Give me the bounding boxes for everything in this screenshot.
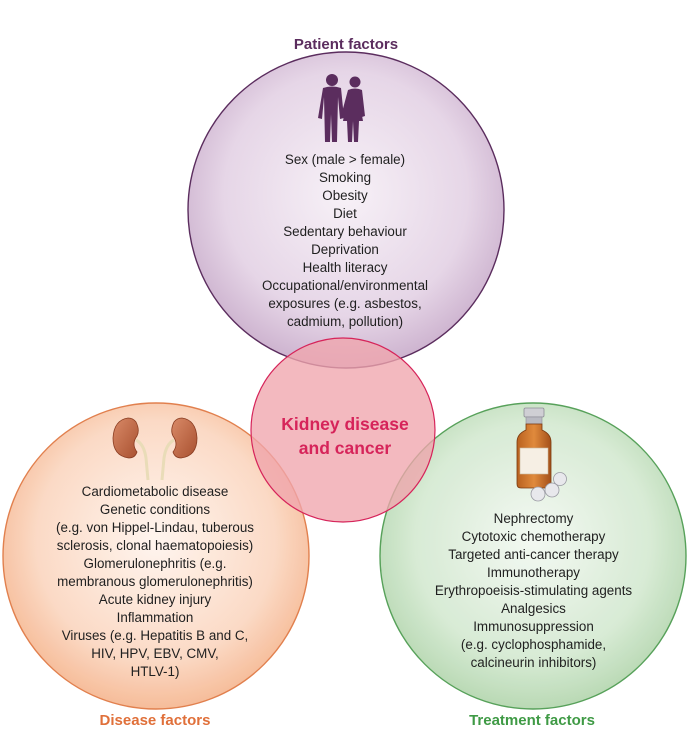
center-title-line1: Kidney disease [281,414,409,434]
treatment-factors-list: Nephrectomy Cytotoxic chemotherapy Targe… [396,510,671,672]
disease-factors-heading: Disease factors [99,712,211,729]
list-item: Sedentary behaviour [283,224,407,239]
list-item: calcineurin inhibitors) [470,655,597,670]
list-item: Smoking [318,170,372,185]
list-item: Health literacy [302,260,388,275]
kidneys-icon [112,417,198,481]
list-item: HIV, HPV, EBV, CMV, [91,646,219,661]
list-item: cadmium, pollution) [286,314,404,329]
treatment-circle [379,402,687,710]
list-item: sclerosis, clonal haematopoiesis) [56,538,254,553]
list-item: Immunosuppression [473,619,594,634]
list-item: Genetic conditions [99,502,211,517]
list-item: Obesity [322,188,368,203]
list-item: Cardiometabolic disease [81,484,229,499]
list-item: HTLV-1) [130,664,180,679]
center-title: Kidney disease and cancer [250,412,440,460]
list-item: Immunotherapy [486,565,581,580]
list-item: Occupational/environmental [262,278,428,293]
people-icon [318,74,365,142]
patient-factors-heading: Patient factors [293,36,399,53]
list-item: (e.g. von Hippel-Lindau, tuberous [55,520,254,535]
list-item: Erythropoeisis-stimulating agents [434,583,633,598]
list-item: (e.g. cyclophosphamide, [460,637,607,652]
disease-circle [2,402,310,710]
list-item: Deprivation [311,242,379,257]
list-item: membranous glomerulonephritis) [57,574,253,589]
list-item: Diet [333,206,357,221]
treatment-factors-heading: Treatment factors [469,712,595,729]
center-title-line2: and cancer [298,438,392,458]
patient-factors-list: Sex (male > female) Smoking Obesity Diet… [225,151,465,331]
disease-factors-list: Cardiometabolic disease Genetic conditio… [20,483,290,681]
list-item: Analgesics [501,601,566,616]
list-item: Acute kidney injury [98,592,212,607]
center-circle [250,337,436,523]
list-item: Inflammation [116,610,194,625]
medicine-bottle-icon [516,407,567,502]
list-item: Cytotoxic chemotherapy [461,529,606,544]
list-item: exposures (e.g. asbestos, [268,296,422,311]
list-item: Sex (male > female) [284,152,406,167]
list-item: Nephrectomy [493,511,574,526]
list-item: Viruses (e.g. Hepatitis B and C, [61,628,249,643]
list-item: Glomerulonephritis (e.g. [83,556,227,571]
list-item: Targeted anti-cancer therapy [448,547,619,562]
